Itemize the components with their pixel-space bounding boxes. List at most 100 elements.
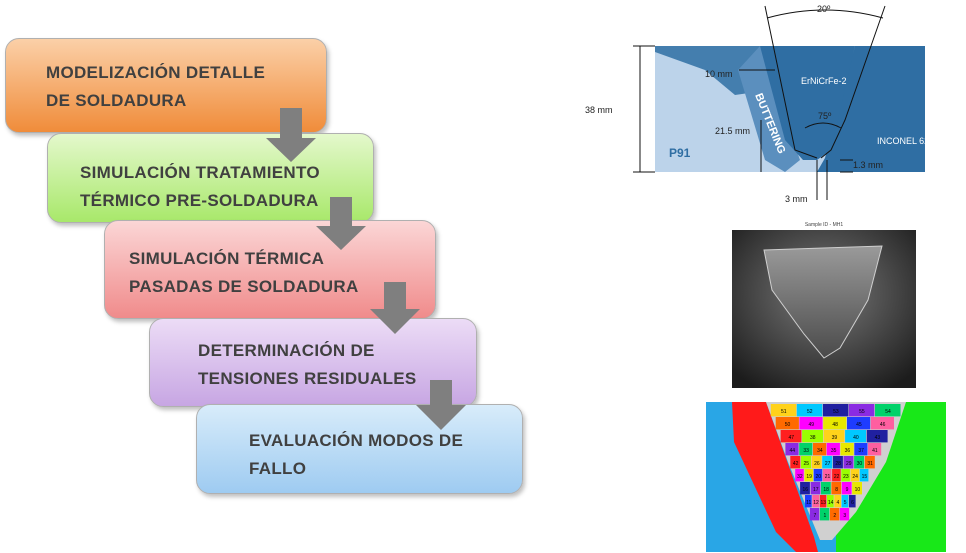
weld-pass-cell bbox=[831, 482, 842, 495]
weld-pass-cell bbox=[832, 456, 843, 469]
weld-pass-number: 3 bbox=[843, 513, 846, 519]
weld-pass-number: 5 bbox=[844, 500, 847, 506]
weld-pass-cell bbox=[813, 469, 823, 482]
filler-label: ErNiCrFe-2 bbox=[801, 76, 847, 86]
weld-pass-cell bbox=[796, 404, 823, 417]
angle-root-label: 75º bbox=[818, 111, 832, 121]
weld-pass-number: 41 bbox=[872, 448, 878, 454]
base-left-label: P91 bbox=[669, 146, 691, 160]
weld-pass-number: 55 bbox=[859, 409, 865, 415]
buttering-height-label: 21.5 mm bbox=[715, 126, 750, 136]
weld-pass-cell bbox=[850, 469, 860, 482]
weld-pass-number: 46 bbox=[880, 422, 886, 428]
step-modos-fallo-label: EVALUACIÓN MODOS DE FALLO bbox=[249, 431, 464, 478]
weld-pass-cell bbox=[866, 430, 888, 443]
weld-pass-number: 4 bbox=[837, 500, 840, 506]
weld-pass-number: 30 bbox=[857, 461, 863, 467]
weld-pass-cell bbox=[802, 430, 823, 443]
weld-pass-number: 24 bbox=[852, 474, 858, 480]
weld-pass-cell bbox=[848, 404, 875, 417]
weld-pass-number: 47 bbox=[789, 435, 795, 441]
weld-pass-cell bbox=[799, 417, 823, 430]
weld-pass-cell bbox=[810, 482, 821, 495]
weld-joint-diagram: 20º 75º 38 mm 10 mm 21.5 mm 1.3 mm 3 mm … bbox=[585, 4, 925, 204]
weld-pass-number: 7 bbox=[814, 513, 817, 519]
weld-pass-number: 12 bbox=[813, 500, 819, 506]
weld-pass-number: 49 bbox=[809, 422, 815, 428]
step-tensiones-label: DETERMINACIÓN DE TENSIONES RESIDUALES bbox=[198, 341, 417, 388]
step-tratamiento-termico: SIMULACIÓN TRATAMIENTO TÉRMICO PRE-SOLDA… bbox=[47, 133, 374, 223]
step-tratamiento-label: SIMULACIÓN TRATAMIENTO TÉRMICO PRE-SOLDA… bbox=[80, 163, 320, 210]
weld-pass-number: 28 bbox=[835, 461, 841, 467]
weld-pass-cell bbox=[790, 456, 801, 469]
weld-pass-cell bbox=[859, 469, 869, 482]
weld-pass-cell bbox=[770, 404, 797, 417]
weld-pass-cell bbox=[832, 469, 841, 482]
weld-pass-cell bbox=[822, 404, 849, 417]
weld-pass-cell bbox=[822, 456, 833, 469]
weld-pass-cell bbox=[829, 508, 840, 521]
weld-pass-cell bbox=[780, 430, 802, 443]
weld-pass-number: 34 bbox=[817, 448, 823, 454]
step-modelizacion-label: MODELIZACIÓN DETALLE DE SOLDADURA bbox=[46, 63, 266, 110]
weld-pass-cell bbox=[800, 482, 810, 495]
weld-pass-cell bbox=[834, 495, 841, 508]
step-tensiones-residuales: DETERMINACIÓN DE TENSIONES RESIDUALES bbox=[149, 318, 477, 407]
weld-pass-number: 51 bbox=[781, 409, 787, 415]
weld-pass-cell bbox=[775, 417, 799, 430]
weld-pass-cell bbox=[827, 495, 834, 508]
step-modos-fallo: EVALUACIÓN MODOS DE FALLO bbox=[196, 404, 523, 494]
weld-pass-number: 33 bbox=[803, 448, 809, 454]
weld-pass-cell bbox=[813, 443, 827, 456]
weld-pass-number: 20 bbox=[816, 474, 822, 480]
weld-pass-number: 50 bbox=[785, 422, 791, 428]
weld-pass-number: 11 bbox=[806, 500, 811, 506]
weld-pass-cell bbox=[795, 469, 804, 482]
base-right-label: INCONEL 625 bbox=[877, 136, 925, 146]
weld-pass-number: 44 bbox=[790, 448, 796, 454]
weld-pass-number: 23 bbox=[843, 474, 849, 480]
weld-pass-cell bbox=[839, 508, 850, 521]
weld-pass-number: 16 bbox=[803, 487, 809, 493]
weld-pass-cell bbox=[822, 469, 832, 482]
weld-pass-cell bbox=[845, 430, 866, 443]
weld-pass-number: 26 bbox=[814, 461, 820, 467]
root-gap-label: 3 mm bbox=[785, 194, 808, 204]
weld-pass-number: 13 bbox=[821, 500, 827, 506]
weld-pass-cell bbox=[819, 495, 827, 508]
weld-pass-cell bbox=[823, 430, 845, 443]
weld-pass-number: 54 bbox=[885, 409, 891, 415]
weld-pass-number: 40 bbox=[853, 435, 859, 441]
weld-pass-cell bbox=[801, 456, 811, 469]
weld-pass-cell bbox=[864, 456, 875, 469]
weld-pass-number: 25 bbox=[804, 461, 810, 467]
weld-pass-cell bbox=[805, 495, 812, 508]
weld-pass-cell bbox=[826, 443, 840, 456]
weld-pass-number: 53 bbox=[833, 409, 839, 415]
weld-pass-number: 22 bbox=[834, 474, 840, 480]
weld-pass-cell bbox=[809, 508, 820, 521]
weld-pass-cell bbox=[821, 482, 831, 495]
weld-pass-number: 29 bbox=[846, 461, 852, 467]
weld-pass-number: 14 bbox=[828, 500, 834, 506]
weld-pass-number: 45 bbox=[856, 422, 862, 428]
weld-pass-number: 17 bbox=[813, 487, 819, 493]
weld-pass-cell bbox=[819, 508, 830, 521]
macrograph-image bbox=[732, 230, 916, 388]
weld-pass-cell bbox=[854, 443, 868, 456]
weld-macrograph: Sample ID - MH1 bbox=[732, 222, 916, 388]
weld-pass-cell bbox=[785, 443, 799, 456]
weld-pass-number: 18 bbox=[823, 487, 829, 493]
weld-pass-number: 1 bbox=[824, 513, 827, 519]
weld-pass-cell bbox=[812, 495, 819, 508]
weld-pass-number: 38 bbox=[810, 435, 816, 441]
weld-pass-number: 15 bbox=[862, 474, 868, 480]
weld-pass-cell bbox=[875, 404, 901, 417]
step-modelizacion: MODELIZACIÓN DETALLE DE SOLDADURA bbox=[5, 38, 327, 133]
weld-pass-number: 6 bbox=[851, 500, 854, 506]
weld-pass-number: 10 bbox=[855, 487, 861, 493]
weld-pass-cell bbox=[847, 417, 871, 430]
weld-pass-number: 31 bbox=[867, 461, 873, 467]
weld-pass-cell bbox=[870, 417, 894, 430]
